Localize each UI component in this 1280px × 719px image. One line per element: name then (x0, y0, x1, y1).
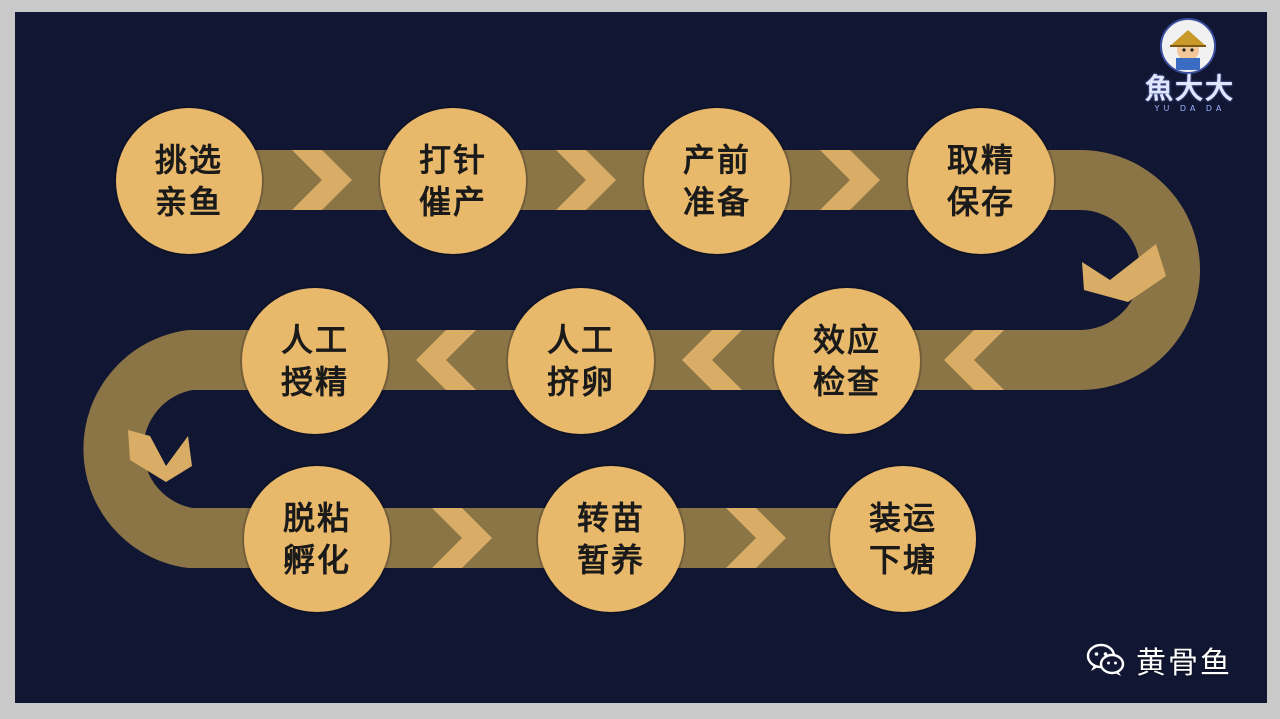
step-line2: 准备 (682, 183, 751, 221)
step-select-broodstock: 挑选 亲鱼 (116, 108, 262, 254)
step-pre-spawning-prep: 产前 准备 (644, 108, 790, 254)
chevron-right-4 (432, 508, 492, 568)
step-line1: 产前 (682, 141, 751, 179)
step-line2: 挤卵 (546, 363, 615, 401)
chevron-left-2 (682, 330, 742, 390)
step-line2: 暂养 (576, 541, 645, 579)
step-line2: 保存 (946, 183, 1015, 221)
step-line1: 脱粘 (282, 499, 351, 537)
step-line1: 打针 (418, 141, 487, 179)
step-line1: 人工 (280, 321, 349, 359)
step-artificial-fertilization: 人工 授精 (242, 288, 388, 434)
chevron-right-3 (820, 150, 880, 210)
step-effect-check: 效应 检查 (774, 288, 920, 434)
step-line2: 孵化 (282, 541, 351, 579)
logo-text: 魚大大 (1144, 72, 1235, 105)
flow-band-path (83, 150, 1200, 568)
step-transport-stocking: 装运 下塘 (830, 466, 976, 612)
wechat-icon (1086, 643, 1125, 676)
brand-logo: 魚大大 YU DA DA (1138, 18, 1242, 114)
step-line1: 装运 (868, 499, 937, 537)
watermark-label: 黄骨鱼 (1136, 646, 1232, 681)
step-strip-eggs: 人工 挤卵 (508, 288, 654, 434)
step-line1: 挑选 (154, 141, 223, 179)
step-line1: 效应 (812, 321, 881, 359)
step-fry-rearing: 转苗 暂养 (538, 466, 684, 612)
step-collect-sperm: 取精 保存 (908, 108, 1054, 254)
step-line1: 转苗 (576, 499, 645, 537)
chevron-left-3 (416, 330, 476, 390)
fisherman-hat-icon (1160, 18, 1216, 74)
step-line2: 亲鱼 (154, 183, 223, 221)
chevron-turn-right (1082, 244, 1166, 302)
step-line1: 取精 (946, 141, 1015, 179)
step-line2: 检查 (812, 363, 881, 401)
step-line2: 催产 (418, 183, 487, 221)
chevron-turn-left (128, 430, 192, 482)
chevron-right-5 (726, 508, 786, 568)
chevron-right-1 (292, 150, 352, 210)
step-injection-induction: 打针 催产 (380, 108, 526, 254)
step-line2: 下塘 (868, 541, 937, 579)
step-line1: 人工 (546, 321, 615, 359)
chevron-left-1 (944, 330, 1004, 390)
chevron-right-2 (556, 150, 616, 210)
step-deadhesion-hatching: 脱粘 孵化 (244, 466, 390, 612)
step-line2: 授精 (280, 363, 349, 401)
wechat-watermark: 黄骨鱼 (1086, 640, 1232, 681)
logo-subtitle: YU DA DA (1154, 104, 1226, 113)
